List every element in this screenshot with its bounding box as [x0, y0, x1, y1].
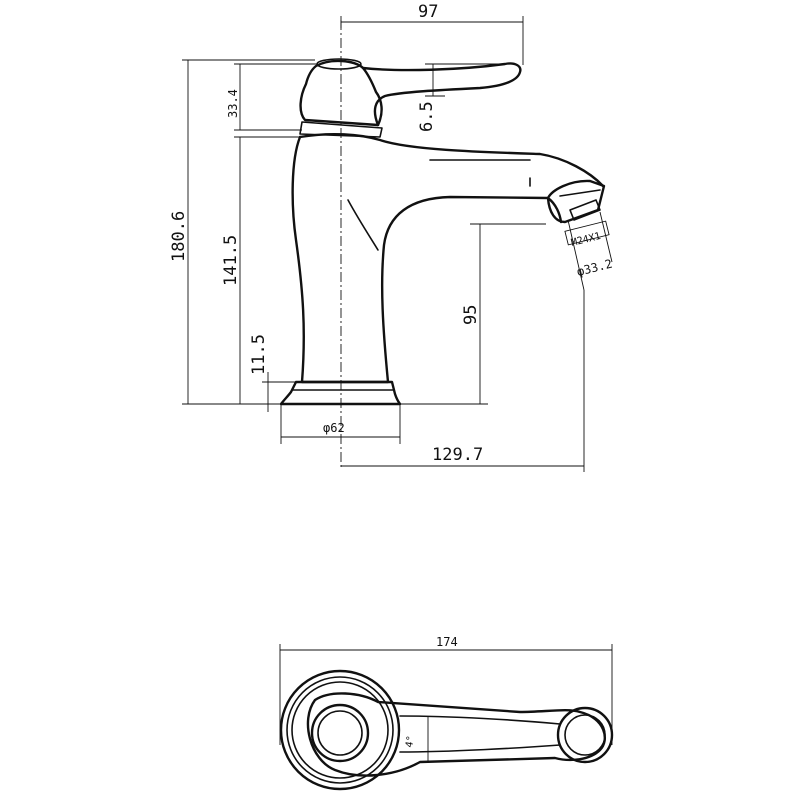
dim-angle-label: 4°	[404, 735, 417, 749]
dim-thread-label: M24X1	[570, 231, 602, 249]
base-outer-ring	[279, 669, 401, 791]
dim-11-5-label: 11.5	[249, 334, 269, 375]
dim-6-5-label: 6.5	[417, 101, 437, 132]
aerator-nozzle	[569, 199, 601, 221]
top-view: 174 4°	[279, 635, 614, 791]
dim-180-6-label: 180.6	[169, 211, 189, 262]
dim-phi-62-label: φ62	[323, 421, 345, 435]
aerator-line	[559, 189, 601, 197]
dim-95-label: 95	[461, 305, 481, 325]
knob-inner	[317, 710, 363, 756]
dim-97-label: 97	[418, 2, 438, 22]
aerator-head	[546, 179, 606, 224]
lever-inner-line	[399, 715, 561, 725]
handle-cap	[299, 59, 383, 127]
lever-arm	[361, 62, 522, 127]
dim-129-7-label: 129.7	[432, 445, 483, 465]
knob-outer	[310, 703, 370, 763]
faucet-body-outline	[291, 135, 563, 384]
lever-inner-line-2	[399, 744, 561, 753]
base-plate	[279, 380, 402, 406]
spout-end-outer	[556, 706, 614, 764]
base-middle-ring	[286, 676, 394, 784]
dim-141-5-label: 141.5	[221, 235, 241, 286]
dim-174-label: 174	[436, 635, 458, 649]
side-view	[279, 20, 606, 470]
dim-phi-33-2-label: φ33.2	[575, 257, 613, 279]
lever-top-outline	[306, 692, 606, 777]
spout-end-inner	[564, 714, 606, 756]
body-inner-line	[347, 199, 379, 251]
faucet-body-right	[298, 132, 605, 188]
dim-33-4-label: 33.4	[226, 89, 240, 118]
side-dimensions: 97 180.6 33.4 141.5 11.5 6.5 95 φ62	[169, 2, 614, 472]
base-inner-ring	[291, 681, 389, 779]
